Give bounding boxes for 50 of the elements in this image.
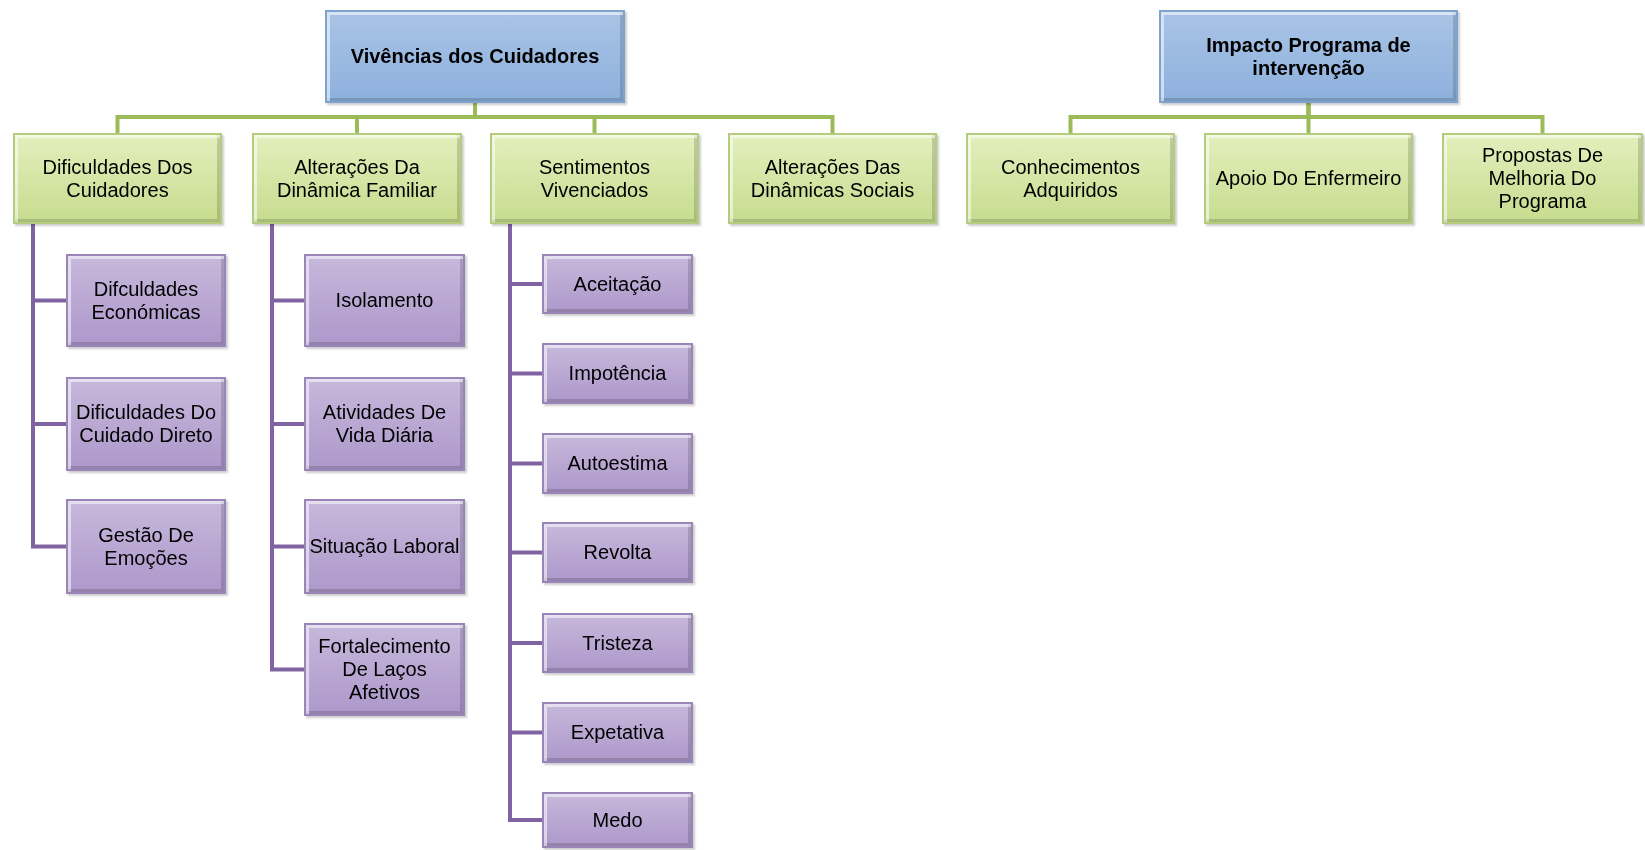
box-label: Propostas De Melhoria Do Programa <box>1480 144 1605 213</box>
box-label: Aceitação <box>573 272 662 296</box>
box-label: Dificuldades Do Cuidado Direto <box>74 401 218 447</box>
topic-box <box>1204 133 1413 224</box>
connector-line <box>270 224 304 672</box>
topic-box <box>1159 10 1458 103</box>
topic-box <box>542 343 693 404</box>
topic-box <box>66 499 226 594</box>
box-label: Difculdades Económicas <box>90 277 202 324</box>
topic-box <box>542 613 693 673</box>
topic-box <box>490 133 699 224</box>
connector-line <box>1306 103 1545 133</box>
connector-line <box>473 103 835 133</box>
box-label: Autoestima <box>567 452 668 475</box>
box-label: Medo <box>592 808 643 832</box>
topic-box <box>542 702 693 763</box>
box-label: Expetativa <box>570 721 665 744</box>
box-label: Situação Laboral <box>309 535 460 558</box>
topic-box <box>1442 133 1643 224</box>
box-label: Atividades De Vida Diária <box>321 401 448 447</box>
topic-box <box>13 133 222 224</box>
box-label: Tristeza <box>582 631 653 655</box>
box-label: Apoio Do Enfermeiro <box>1215 167 1402 190</box>
box-label: Impotência <box>568 362 667 385</box>
topic-box <box>325 10 625 103</box>
box-label: Impacto Programa de intervenção <box>1205 33 1412 80</box>
topic-box <box>542 254 693 314</box>
topic-box <box>966 133 1175 224</box>
box-label: Alterações Das Dinâmicas Sociais <box>749 155 916 202</box>
box-label: Sentimentos Vivenciados <box>537 155 652 202</box>
box-label: Gestão De Emoções <box>97 523 195 570</box>
topic-box <box>542 792 693 848</box>
topic-box <box>304 623 465 716</box>
box-label: Isolamento <box>335 289 434 312</box>
box-label: Revolta <box>583 541 652 564</box>
topic-box <box>66 254 226 347</box>
box-label: Alterações Da Dinâmica Familiar <box>276 155 438 202</box>
box-label: Conhecimentos Adquiridos <box>1000 155 1141 202</box>
topic-box <box>66 377 226 471</box>
box-label: Fortalecimento De Laços Afetivos <box>317 635 452 704</box>
topic-box <box>304 377 465 471</box>
connector-line <box>31 224 66 549</box>
topic-box <box>542 433 693 494</box>
topic-box <box>542 522 693 583</box>
box-label: Vivências dos Cuidadores <box>350 45 600 68</box>
box-label: Dificuldades Dos Cuidadores <box>41 155 194 202</box>
topic-box <box>252 133 462 224</box>
topic-box <box>304 254 465 347</box>
topic-box <box>304 499 465 594</box>
topic-box <box>728 133 937 224</box>
